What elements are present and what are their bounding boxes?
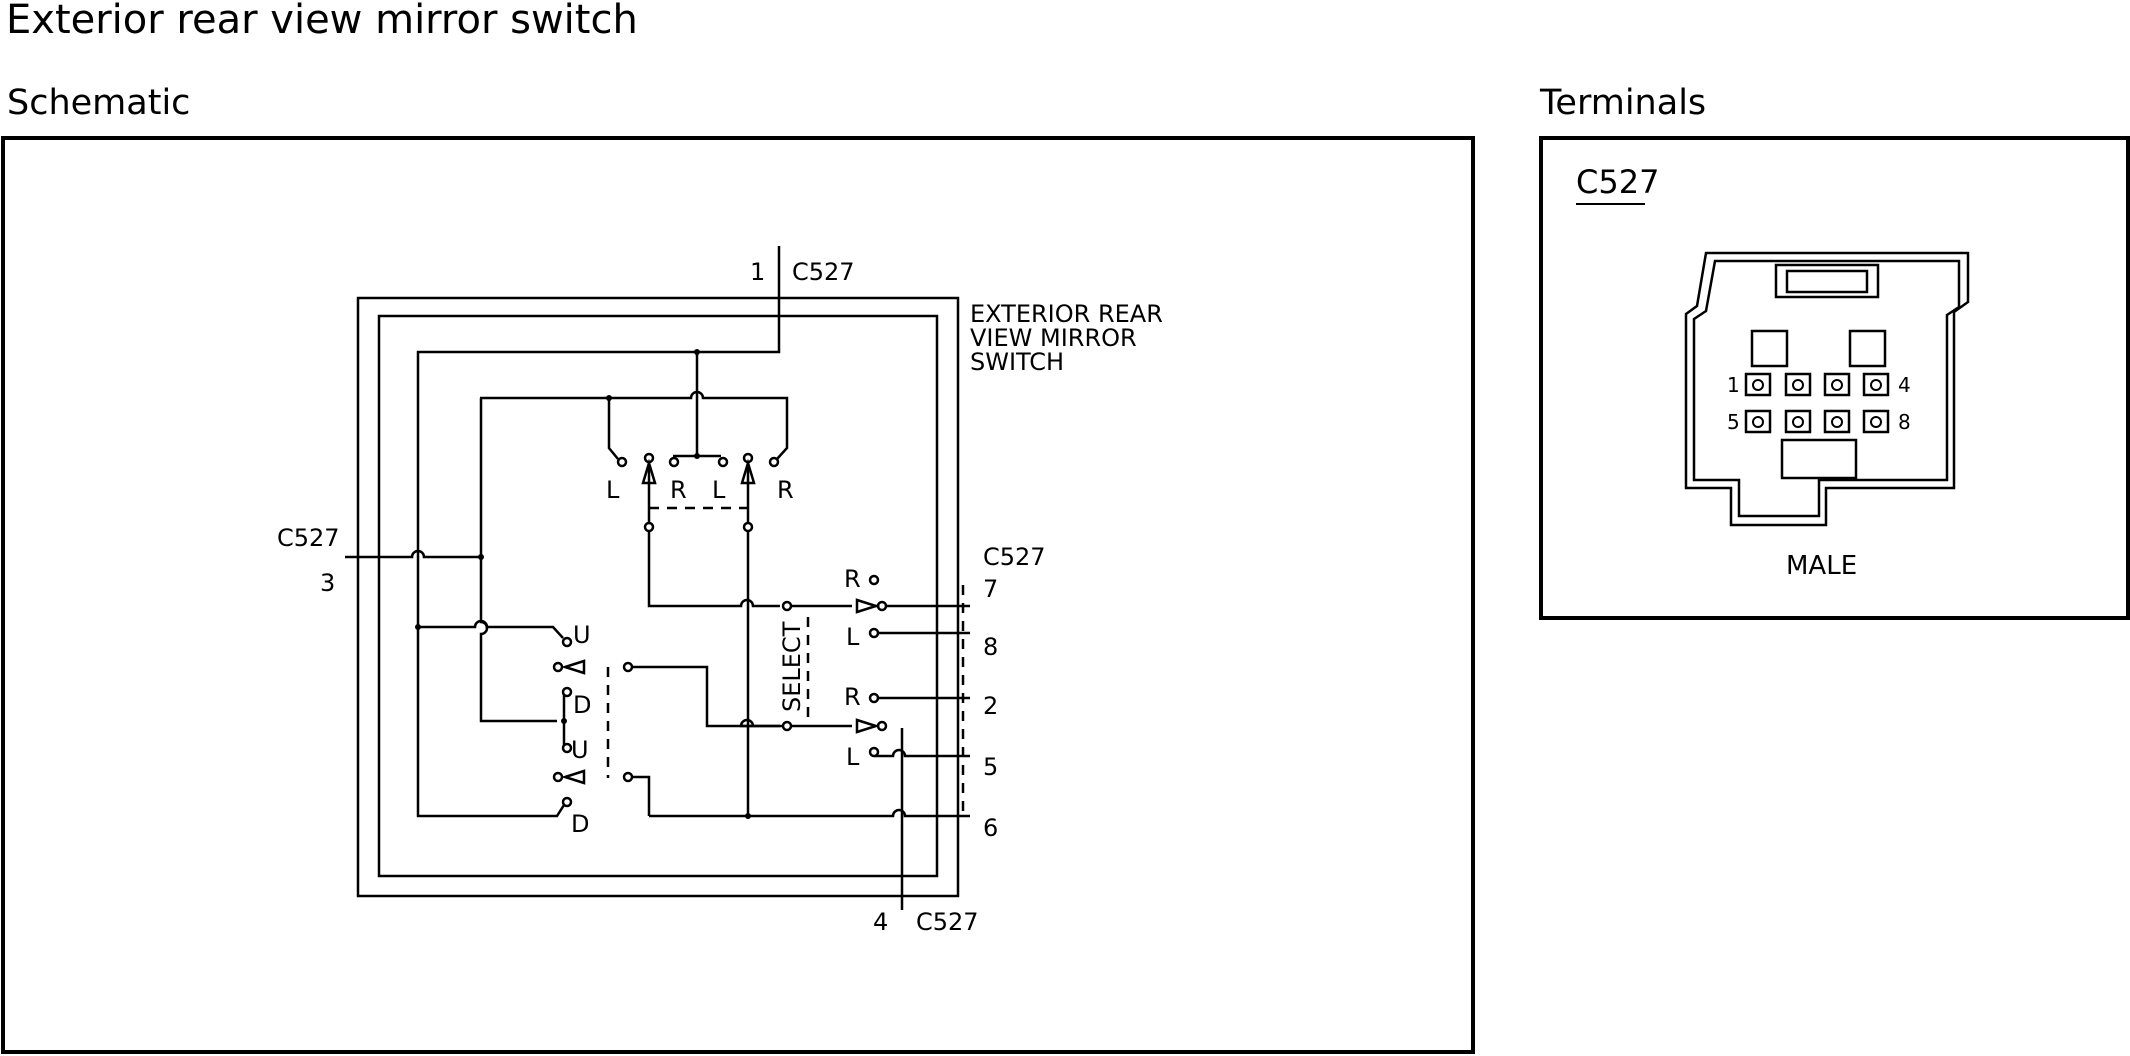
terminal-pin4-label: 4 <box>1898 373 1911 397</box>
svg-text:L: L <box>846 743 860 771</box>
connector-body-inner <box>1692 259 1961 518</box>
label-component-1: EXTERIOR REAR <box>970 300 1163 328</box>
svg-text:R: R <box>777 476 794 504</box>
label-connector-bottom: C527 <box>916 908 979 936</box>
schematic-heading: Schematic <box>7 83 191 123</box>
terminals-connector-label: C527 <box>1576 163 1659 201</box>
terminals-gender-label: MALE <box>1786 551 1857 581</box>
wire-arm-left <box>647 465 780 608</box>
label-component-3: SWITCH <box>970 348 1064 376</box>
label-connector-right: C527 <box>983 543 1046 571</box>
switch-housing-inner <box>377 314 939 878</box>
terminal-pin5-label: 5 <box>1727 410 1740 434</box>
connector-key <box>1780 438 1858 480</box>
svg-text:D: D <box>571 810 589 838</box>
schematic-panel <box>1 136 1475 1054</box>
wire-pin3 <box>345 398 483 559</box>
label-pin4: 4 <box>873 908 888 936</box>
label-pin7: 7 <box>983 575 998 603</box>
switch-housing-outer <box>356 296 960 898</box>
svg-text:R: R <box>844 565 861 593</box>
label-pin8: 8 <box>983 633 998 661</box>
terminal-pin8-label: 8 <box>1898 410 1911 434</box>
svg-text:R: R <box>844 683 861 711</box>
svg-text:U: U <box>573 621 591 649</box>
svg-text:L: L <box>846 623 860 651</box>
svg-text:L: L <box>606 476 620 504</box>
terminals-heading: Terminals <box>1540 83 1707 123</box>
page-title: Exterior rear view mirror switch <box>6 0 638 43</box>
terminals-panel <box>1539 136 2130 620</box>
label-component-2: VIEW MIRROR <box>970 324 1137 352</box>
label-pin6: 6 <box>983 814 998 842</box>
svg-text:R: R <box>670 476 687 504</box>
label-select: SELECT <box>778 621 806 712</box>
svg-text:D: D <box>573 691 591 719</box>
terminal-pin1-label: 1 <box>1727 373 1740 397</box>
label-connector-top: C527 <box>792 258 855 286</box>
connector-latch <box>1774 263 1880 299</box>
label-pin3: 3 <box>320 569 335 597</box>
wire-to-U1 <box>418 619 564 639</box>
label-pin1: 1 <box>750 258 765 286</box>
connector-body-outer <box>1684 251 1970 527</box>
wire-left-L <box>480 396 619 460</box>
label-pin5: 5 <box>983 753 998 781</box>
label-pin2: 2 <box>983 692 998 720</box>
wire-common-top <box>609 352 789 460</box>
svg-text:L: L <box>712 476 726 504</box>
svg-text:U: U <box>571 736 589 764</box>
label-connector-left: C527 <box>277 524 340 552</box>
wire-pin1 <box>416 286 781 818</box>
